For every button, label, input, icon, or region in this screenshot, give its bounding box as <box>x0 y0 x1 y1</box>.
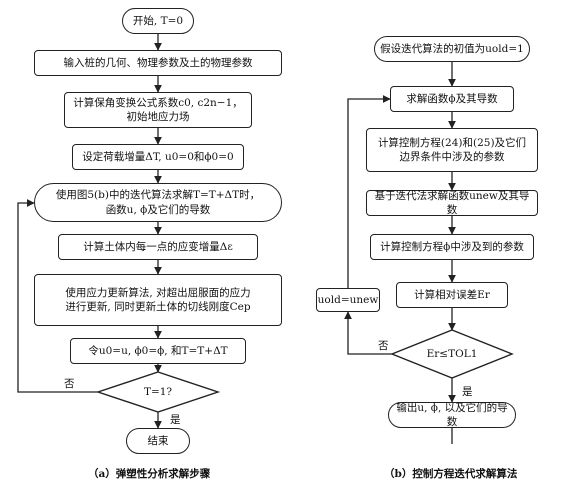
left-no-label: 否 <box>64 378 75 390</box>
right-yes-label: 是 <box>462 386 473 398</box>
left-stress-update-node: 使用应力更新算法, 对超出屈服面的应力 进行更新, 同时更新土体的切线刚度Cep <box>34 274 282 326</box>
right-start-node: 假设迭代算法的初值为uold=1 <box>374 36 530 62</box>
left-start-node: 开始, T=0 <box>122 8 194 34</box>
right-update-node: uold=unew <box>316 288 380 312</box>
arrow-r-loop-n1 <box>347 95 391 288</box>
right-solve-phi-node: 求解函数ϕ及其导数 <box>390 86 514 112</box>
left-coeff-node: 计算保角变换公式系数c0, c2n−1， 初始地应力场 <box>64 92 252 128</box>
left-assign-node: 令u0=u, ϕ0=ϕ, 和T=T+ΔT <box>70 338 246 364</box>
decision-diamond-right <box>390 329 514 379</box>
decision-diamond-left <box>95 371 221 413</box>
left-yes-label: 是 <box>170 414 181 426</box>
right-error-node: 计算相对误差Er <box>396 282 508 308</box>
left-load-node: 设定荷载增量ΔT, u0=0和ϕ0=0 <box>72 144 244 170</box>
arrow-l-loop <box>17 199 98 393</box>
right-phi-params-node: 计算控制方程ϕ中涉及到的参数 <box>370 234 534 260</box>
right-no-label: 否 <box>378 340 389 352</box>
left-decision-label: T=1? <box>143 386 173 398</box>
left-iterate-node: 使用图5(b)中的迭代算法求解T=T+ΔT时， 函数u, ϕ及它们的导数 <box>34 183 282 222</box>
left-end-node: 结束 <box>126 428 190 454</box>
left-caption: （a）弹塑性分析求解步骤 <box>88 468 211 480</box>
right-caption: （b）控制方程迭代求解算法 <box>384 468 518 480</box>
left-input-node: 输入桩的几何、物理参数及土的物理参数 <box>34 50 282 76</box>
right-end-node: 输出u, ϕ, 以及它们的导数 <box>388 402 516 428</box>
right-decision-label: Er≤TOL1 <box>426 348 478 360</box>
right-solve-u-node: 基于迭代法求解函数unew及其导数 <box>366 190 538 216</box>
right-params-node: 计算控制方程(24)和(25)及它们 边界条件中涉及的参数 <box>366 128 538 172</box>
left-strain-node: 计算土体内每一点的应变增量Δε <box>58 234 258 260</box>
arrow-r-loop-up <box>344 311 392 355</box>
